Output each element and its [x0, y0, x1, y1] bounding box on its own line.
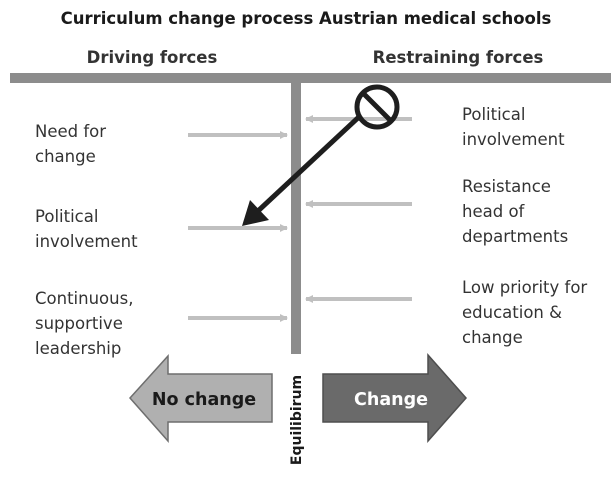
change-label: Change: [354, 390, 428, 410]
restraining-forces-header: Restraining forces: [373, 48, 544, 67]
label-line: supportive: [35, 314, 123, 333]
label-line: Political: [462, 105, 525, 124]
driving-force-label-2: Political involvement: [35, 207, 138, 251]
label-line: head of: [462, 202, 526, 221]
top-bar: [10, 73, 611, 83]
restraining-force-label-1: Political involvement: [462, 105, 565, 149]
label-line: change: [35, 147, 96, 166]
restraining-force-label-3: Low priority for education & change: [462, 278, 592, 347]
driving-force-label-1: Need for change: [35, 122, 111, 166]
diagonal-shift-arrow-icon: [242, 113, 363, 226]
driving-forces-header: Driving forces: [87, 48, 218, 67]
no-change-label: No change: [152, 390, 256, 410]
label-line: Continuous,: [35, 289, 133, 308]
prohibition-icon: [354, 84, 400, 130]
label-line: Need for: [35, 122, 106, 141]
driving-force-label-3: Continuous, supportive leadership: [35, 289, 139, 358]
label-line: change: [462, 328, 523, 347]
label-line: departments: [462, 227, 568, 246]
label-line: Resistance: [462, 177, 551, 196]
change-arrow: Change: [322, 353, 468, 443]
label-line: involvement: [35, 232, 138, 251]
label-line: involvement: [462, 130, 565, 149]
label-line: leadership: [35, 339, 121, 358]
label-line: Low priority for: [462, 278, 587, 297]
label-line: education &: [462, 303, 562, 322]
equilibrium-bar: [291, 83, 301, 354]
diagram-title: Curriculum change process Austrian medic…: [61, 9, 552, 28]
restraining-force-label-2: Resistance head of departments: [462, 177, 568, 246]
equilibrium-label: Equilibirum: [289, 375, 305, 465]
no-change-arrow: No change: [128, 354, 273, 443]
label-line: Political: [35, 207, 98, 226]
